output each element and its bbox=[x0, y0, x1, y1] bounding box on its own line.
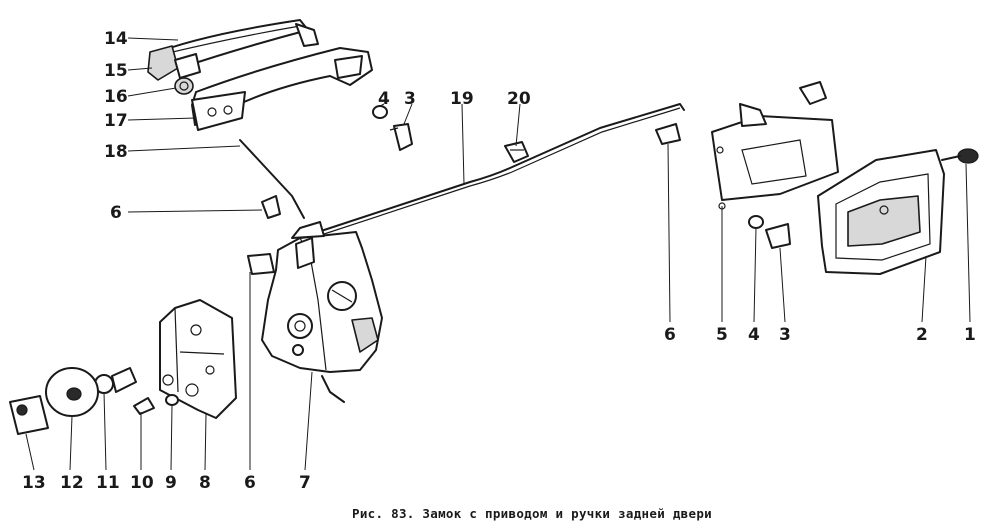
callout-3-upper: 3 bbox=[404, 89, 416, 109]
callout-20: 20 bbox=[507, 89, 531, 109]
callout-8: 8 bbox=[199, 473, 211, 493]
inner-handle-bezel bbox=[817, 149, 945, 275]
callout-19: 19 bbox=[450, 89, 474, 109]
callout-11: 11 bbox=[96, 473, 120, 493]
callout-7: 7 bbox=[299, 473, 311, 493]
bracket-bolt bbox=[765, 223, 791, 249]
callout-17: 17 bbox=[104, 111, 128, 131]
callout-14: 14 bbox=[104, 29, 128, 49]
striker-washer bbox=[165, 394, 179, 406]
callout-6-upper: 6 bbox=[110, 203, 122, 223]
callout-13: 13 bbox=[22, 473, 46, 493]
callout-2: 2 bbox=[916, 325, 928, 345]
callout-9: 9 bbox=[165, 473, 177, 493]
handle-link-rod bbox=[239, 139, 305, 219]
callout-1: 1 bbox=[964, 325, 976, 345]
bolt-and-washer-upper bbox=[372, 105, 413, 151]
control-rod bbox=[317, 103, 685, 233]
rod-clip-lock bbox=[247, 253, 275, 275]
callout-labels: 14 15 16 17 18 6 4 3 19 20 13 12 11 10 9… bbox=[22, 29, 976, 493]
inner-handle-bracket bbox=[711, 81, 839, 210]
figure-caption: Рис. 83. Замок с приводом и ручки задней… bbox=[352, 506, 712, 521]
callout-10: 10 bbox=[130, 473, 154, 493]
retainer-screw bbox=[94, 367, 137, 394]
striker-screw bbox=[133, 397, 155, 415]
callout-12: 12 bbox=[60, 473, 84, 493]
callout-4-right: 4 bbox=[748, 325, 760, 345]
callout-15: 15 bbox=[104, 61, 128, 81]
rod-clip-upper bbox=[261, 195, 281, 219]
callout-5: 5 bbox=[716, 325, 728, 345]
callout-6-lock: 6 bbox=[244, 473, 256, 493]
door-lock-mechanism bbox=[261, 221, 383, 403]
rod-clip-right bbox=[655, 123, 681, 145]
lock-cylinder bbox=[174, 77, 194, 95]
bracket-washer bbox=[748, 215, 764, 229]
callout-4-upper: 4 bbox=[378, 89, 390, 109]
bezel-screw bbox=[941, 148, 979, 164]
callout-16: 16 bbox=[104, 87, 128, 107]
callout-18: 18 bbox=[104, 142, 128, 162]
spacer-disk bbox=[45, 367, 99, 417]
anchor-plate bbox=[9, 395, 49, 435]
leader-lines bbox=[25, 37, 971, 471]
callout-6-right: 6 bbox=[664, 325, 676, 345]
callout-3-right: 3 bbox=[779, 325, 791, 345]
